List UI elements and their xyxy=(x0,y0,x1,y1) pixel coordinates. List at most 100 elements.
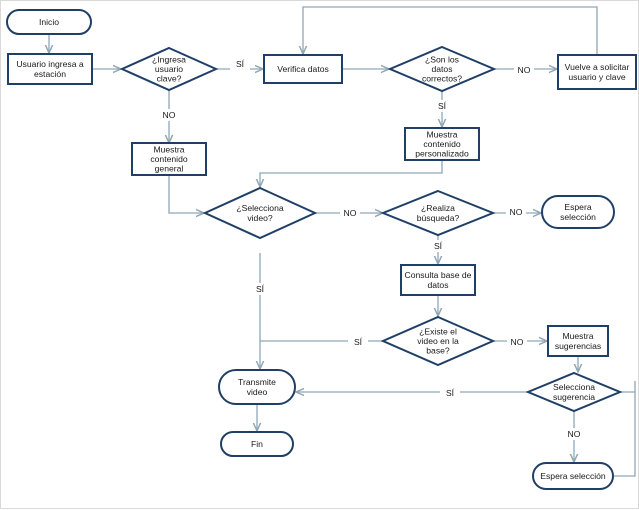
edge-label-si-1: SÍ xyxy=(236,59,245,69)
node-shape xyxy=(380,315,496,367)
edge-selecciona-sug-loop xyxy=(614,391,636,477)
edge-label-bg xyxy=(250,283,270,295)
node-shape xyxy=(532,462,614,490)
node-label: ¿Existe el xyxy=(419,326,457,336)
node-label: clave? xyxy=(157,74,182,84)
node-label: selección xyxy=(560,212,596,222)
edge-label-bg xyxy=(514,64,534,76)
edge-label-no-6: NO xyxy=(568,429,581,439)
edge-label-bg xyxy=(507,336,527,348)
node-label: base? xyxy=(426,346,450,356)
node-label: Muestra xyxy=(426,129,457,139)
edge-label-si-3: SÍ xyxy=(434,241,443,251)
node-verifica-datos: Verifica datos xyxy=(263,54,343,84)
node-shape xyxy=(557,54,637,90)
node-shape xyxy=(218,369,296,405)
node-label: video? xyxy=(247,213,273,223)
node-label: Inicio xyxy=(39,17,59,27)
edge-label-no-4: NO xyxy=(510,207,523,217)
edge-label-bg xyxy=(564,428,584,440)
node-label: ¿Selecciona xyxy=(236,203,284,213)
node-label: sugerencia xyxy=(553,392,595,402)
edge-label-no-2: NO xyxy=(518,65,531,75)
edge-label-no-5: NO xyxy=(511,337,524,347)
node-label: sugerencias xyxy=(555,341,601,351)
node-label: usuario y clave xyxy=(568,72,626,82)
edge-label-si-5: SÍ xyxy=(354,337,363,347)
edge-label-si-4: SÍ xyxy=(256,284,265,294)
edge-label-bg xyxy=(340,207,360,219)
node-shape xyxy=(380,189,496,237)
node-label: ¿Realiza xyxy=(421,203,455,213)
node-label: video xyxy=(247,387,268,397)
edge-label-no-1: NO xyxy=(163,110,176,120)
node-label: Vuelve a solicitar xyxy=(565,62,630,72)
node-shape xyxy=(131,142,207,176)
node-shape xyxy=(525,371,623,413)
node-label: Espera selección xyxy=(540,471,606,481)
node-label: Usuario ingresa a xyxy=(16,59,84,69)
node-label: contenido xyxy=(150,154,187,164)
edge-label-bg xyxy=(230,58,250,70)
node-shape xyxy=(202,186,318,240)
node-label: búsqueda? xyxy=(417,213,460,223)
node-shape xyxy=(119,46,219,92)
node-label: ¿Ingresa xyxy=(152,54,186,64)
edge-label-bg xyxy=(348,336,368,348)
node-label: estación xyxy=(34,69,66,79)
node-shape xyxy=(263,54,343,84)
node-label: usuario xyxy=(155,64,183,74)
node-label: correctos? xyxy=(422,74,462,84)
node-label: ¿Son los xyxy=(425,54,459,64)
edge-label-si-2: SÍ xyxy=(438,101,447,111)
edge-label-si-6: SÍ xyxy=(446,388,455,398)
node-label: general xyxy=(155,164,184,174)
node-label: Espera xyxy=(564,202,591,212)
node-label: contenido xyxy=(423,139,460,149)
edge-label-bg xyxy=(506,206,526,218)
node-shape xyxy=(547,325,609,357)
node-inicio: Inicio xyxy=(6,9,92,35)
node-shape xyxy=(400,264,476,296)
node-shape xyxy=(7,53,93,85)
node-shape xyxy=(387,45,497,93)
node-label: video en la xyxy=(417,336,459,346)
node-label: Verifica datos xyxy=(277,64,329,74)
node-fin: Fin xyxy=(220,431,294,457)
edge-label-bg xyxy=(159,109,179,121)
node-label: datos xyxy=(427,280,448,290)
node-shape xyxy=(220,431,294,457)
node-label: Consulta base de xyxy=(405,270,472,280)
node-shape xyxy=(541,195,615,229)
node-label: Selecciona xyxy=(553,382,595,392)
edge-label-bg xyxy=(440,387,460,399)
edge-general-to-selecciona xyxy=(168,175,204,213)
node-shape xyxy=(6,9,92,35)
node-label: Muestra xyxy=(562,331,593,341)
node-shape xyxy=(404,127,480,161)
node-label: Transmite xyxy=(238,377,276,387)
node-label: personalizado xyxy=(415,149,469,159)
edge-personalizado-to-selecciona xyxy=(260,160,443,187)
node-label: Fin xyxy=(251,439,263,449)
node-label: Muestra xyxy=(153,144,184,154)
edge-label-bg xyxy=(432,100,452,112)
node-espera-seleccion-2: Espera selección xyxy=(532,462,614,490)
